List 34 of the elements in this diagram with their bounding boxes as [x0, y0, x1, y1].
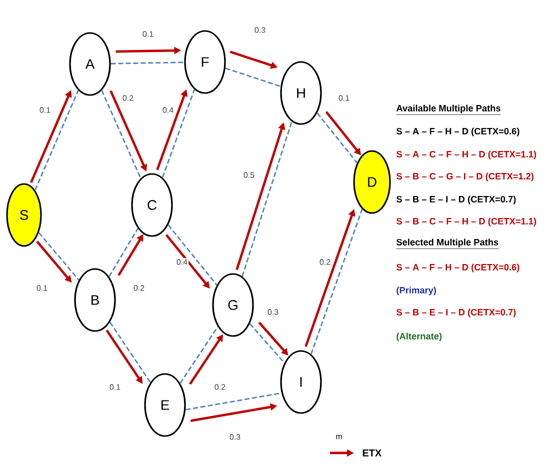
section-heading: Selected Multiple Paths — [396, 238, 499, 249]
network-node: E — [144, 373, 186, 437]
network-node: H — [280, 61, 322, 125]
link-line — [38, 232, 80, 280]
link-line — [180, 326, 218, 384]
link-line — [101, 90, 142, 179]
path-text: S – A – F – H – D (CETX=0.6) — [396, 128, 520, 136]
network-node: F — [184, 30, 226, 94]
network-node: D — [353, 150, 391, 214]
path-text: S – B – C – F – H – D (CETX=1.1) — [396, 218, 536, 226]
network-node: I — [280, 350, 322, 414]
link-line — [242, 121, 292, 277]
link-line — [162, 89, 196, 178]
section-heading: Available Multiple Paths — [396, 104, 501, 115]
link-line — [34, 90, 79, 190]
path-role-text: (Alternate) — [396, 332, 442, 342]
link-line — [108, 228, 139, 277]
link-line — [110, 62, 184, 64]
network-node: A — [69, 32, 111, 96]
network-node: B — [74, 268, 116, 332]
link-line — [109, 322, 151, 383]
path-text: S – B – E – I – D (CETX=0.7) — [396, 308, 516, 318]
path-role-text: (Primary) — [396, 286, 436, 296]
link-line — [168, 224, 218, 286]
link-line — [186, 392, 280, 410]
link-line — [249, 323, 285, 364]
link-line — [316, 112, 358, 164]
legend-text: ETX — [362, 450, 382, 456]
link-line — [225, 68, 281, 88]
path-text: S – A – F – H – D (CETX=0.6) — [396, 264, 520, 272]
link-line — [310, 208, 363, 354]
network-node: G — [212, 273, 254, 337]
network-node: S — [6, 183, 42, 247]
network-node: C — [131, 173, 173, 237]
